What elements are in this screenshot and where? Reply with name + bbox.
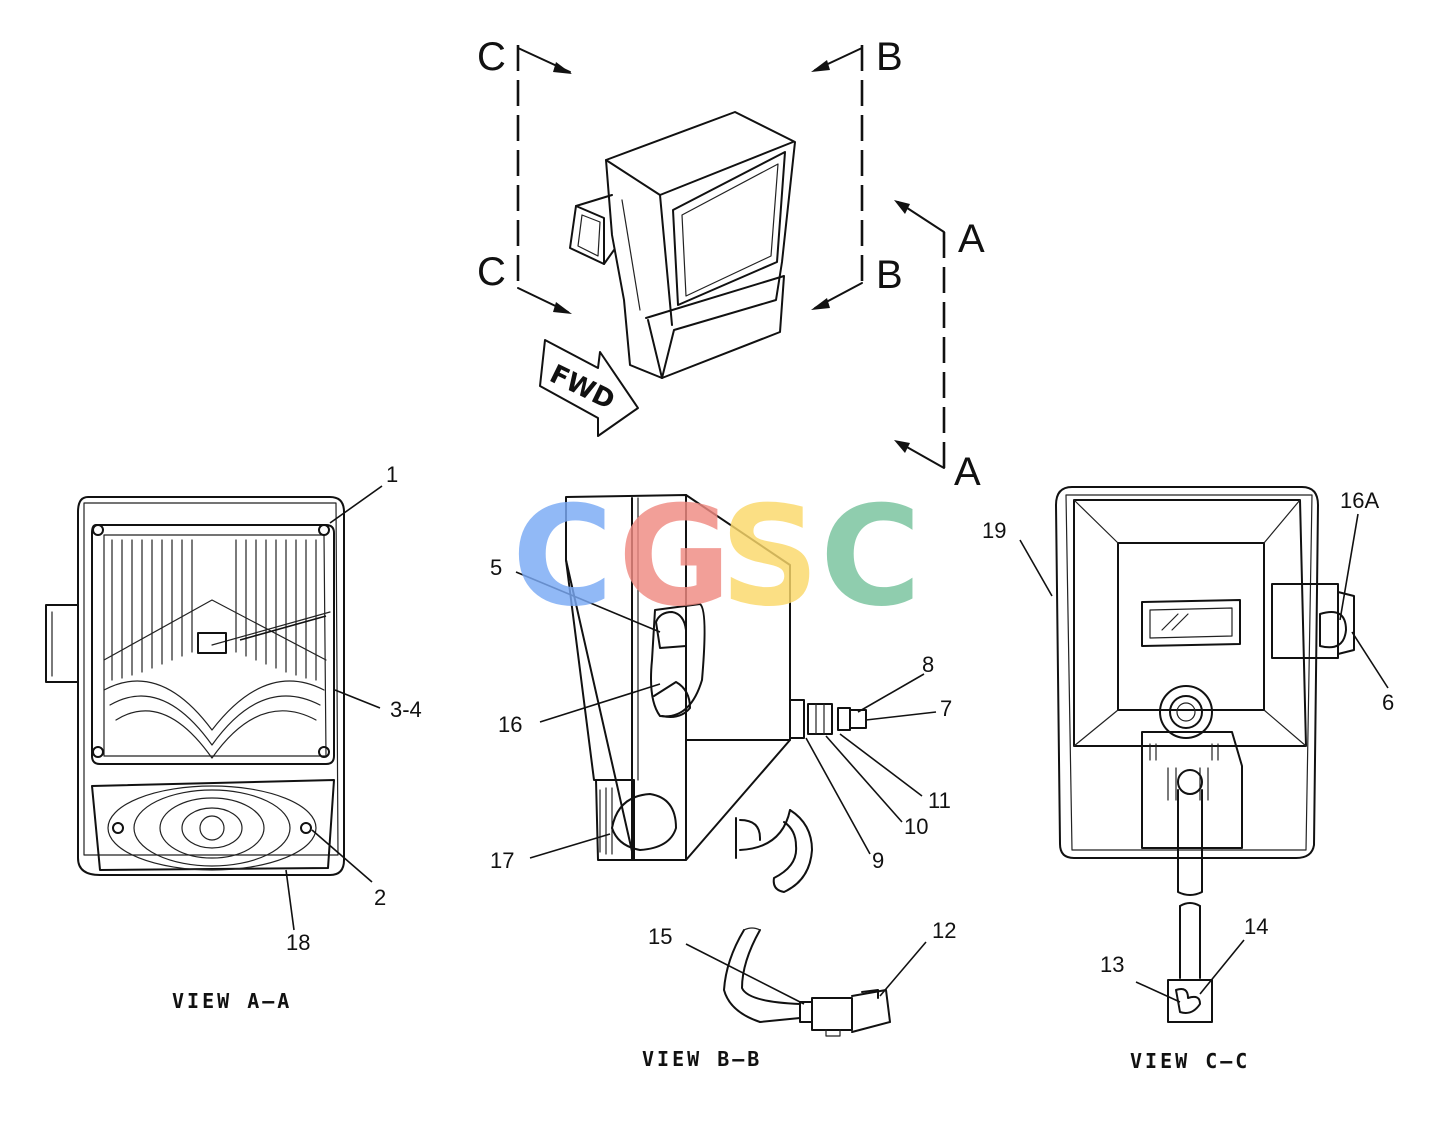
callout-1: 1 bbox=[386, 462, 398, 487]
callout-15: 15 bbox=[648, 924, 672, 949]
view-a-title: VIEW A–A bbox=[172, 989, 292, 1013]
callout-12: 12 bbox=[932, 918, 956, 943]
section-marker-c-top: C bbox=[477, 35, 506, 79]
callout-8: 8 bbox=[922, 652, 934, 677]
callout-16a: 16A bbox=[1340, 488, 1379, 513]
forward-arrow-label: FWD bbox=[545, 359, 619, 416]
section-marker-a-top: A bbox=[958, 217, 985, 261]
callout-6: 6 bbox=[1382, 690, 1394, 715]
section-marker-b-top: B bbox=[876, 35, 903, 79]
section-marker-a-bottom: A bbox=[954, 450, 981, 494]
section-line-a: A A bbox=[894, 200, 985, 494]
callout-11: 11 bbox=[928, 788, 951, 813]
watermark-letter-4: C bbox=[820, 476, 921, 637]
isometric-lamp bbox=[569, 111, 796, 379]
watermark-letter-3: S bbox=[720, 476, 819, 637]
callout-16: 16 bbox=[498, 712, 522, 737]
callout-19: 19 bbox=[982, 518, 1006, 543]
view-c-c-lamp-back bbox=[1055, 486, 1355, 1023]
section-line-b: B B bbox=[811, 35, 903, 310]
view-b-b-lamp-side bbox=[565, 494, 867, 893]
callout-10: 10 bbox=[904, 814, 928, 839]
callout-2: 2 bbox=[374, 885, 386, 910]
view-c-title: VIEW C–C bbox=[1130, 1049, 1250, 1073]
view-b-callouts: 5 16 17 8 7 11 10 9 VIEW B–B bbox=[490, 555, 952, 1071]
callout-9: 9 bbox=[872, 848, 884, 873]
screw-top-left bbox=[92, 524, 104, 536]
watermark-letter-1: C bbox=[512, 476, 613, 637]
callout-3-4: 3-4 bbox=[390, 697, 422, 722]
callout-17: 17 bbox=[490, 848, 514, 873]
callout-5: 5 bbox=[490, 555, 502, 580]
section-marker-c-bottom: C bbox=[477, 250, 506, 294]
forward-arrow: FWD bbox=[539, 339, 639, 437]
section-marker-b-bottom: B bbox=[876, 253, 903, 297]
screw-top-right bbox=[318, 524, 330, 536]
lens-pattern bbox=[103, 539, 331, 759]
view-b-title: VIEW B–B bbox=[642, 1047, 762, 1071]
watermark-logo: C G S C bbox=[512, 476, 921, 637]
callout-7: 7 bbox=[940, 696, 952, 721]
section-line-c: C C bbox=[477, 35, 572, 314]
lower-lens-rings bbox=[107, 785, 317, 871]
callout-13: 13 bbox=[1100, 952, 1124, 977]
watermark-letter-2: G bbox=[618, 476, 731, 637]
callout-14: 14 bbox=[1244, 914, 1268, 939]
view-a-callouts: 1 2 3-4 18 VIEW A–A bbox=[172, 462, 422, 1013]
callout-18: 18 bbox=[286, 930, 310, 955]
screw-bottom-right bbox=[318, 746, 330, 758]
screw-bottom-left bbox=[92, 746, 104, 758]
view-b-connector: 15 12 bbox=[648, 918, 956, 1037]
view-a-a-lamp-front bbox=[45, 496, 345, 876]
view-c-callouts: 19 16A 6 13 14 VIEW C–C bbox=[982, 488, 1394, 1073]
